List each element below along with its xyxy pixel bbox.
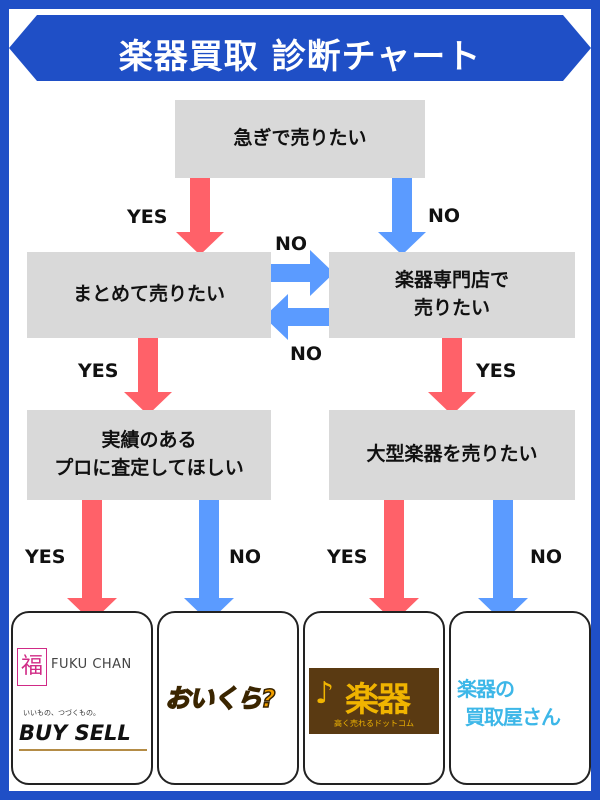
gakki-logo-name: 楽器 xyxy=(345,680,411,720)
label-yes-5: YES xyxy=(327,546,368,568)
node-pro: 実績のある プロに査定してほしい xyxy=(27,410,271,500)
yes-arrow-3 xyxy=(428,330,476,415)
saxophone-icon: ♪ xyxy=(315,676,335,711)
no-arrow-3 xyxy=(264,294,352,340)
yes-arrow-1 xyxy=(176,178,224,255)
chart-title: 楽器買取 診断チャート xyxy=(118,37,482,77)
node-start-text: 急ぎで売りたい xyxy=(233,127,367,150)
label-yes-2: YES xyxy=(78,360,119,382)
label-no-1: NO xyxy=(428,205,461,227)
node-pro-line1: 実績のある xyxy=(101,429,197,452)
fukuchan-buy-sell: BUY SELL xyxy=(19,721,131,745)
node-large-text: 大型楽器を売りたい xyxy=(366,443,538,466)
node-specialist-line2: 売りたい xyxy=(413,297,490,319)
label-no-3: NO xyxy=(290,343,323,365)
fukuchan-logo-name: FUKU CHAN xyxy=(51,657,132,672)
result-card-gakki[interactable]: ♪ 楽器 高く売れるドットコム xyxy=(303,611,445,785)
node-specialist: 楽器専門店で 売りたい xyxy=(329,252,575,338)
label-no-2: NO xyxy=(275,233,308,255)
gakki-logo-sub: 高く売れるドットコム xyxy=(334,719,414,728)
node-pro-line2: プロに査定してほしい xyxy=(54,457,244,479)
label-no-4: NO xyxy=(229,546,262,568)
fukuchan-underline xyxy=(19,749,147,751)
no-arrow-4 xyxy=(184,495,234,622)
yes-arrow-2 xyxy=(124,330,172,415)
kaitoriya-logo-line2: 買取屋さん xyxy=(465,705,561,729)
label-yes-1: YES xyxy=(127,206,168,228)
result-card-fukuchan[interactable]: 福 FUKU CHAN いいもの、つづくもの。 BUY SELL xyxy=(11,611,153,785)
result-card-oikura[interactable]: おいくら? xyxy=(157,611,299,785)
result-card-kaitoriya[interactable]: 楽器の 買取屋さん xyxy=(449,611,591,785)
label-no-5: NO xyxy=(530,546,563,568)
gakki-logo: ♪ 楽器 高く売れるドットコム xyxy=(309,668,439,734)
no-arrow-2 xyxy=(248,250,334,296)
fukuchan-logo-mark: 福 xyxy=(17,648,47,686)
yes-arrow-5 xyxy=(369,495,419,622)
node-together-text: まとめて売りたい xyxy=(72,283,225,306)
label-yes-3: YES xyxy=(476,360,517,382)
oikura-logo: おいくら? xyxy=(164,683,276,714)
title-banner: 楽器買取 診断チャート xyxy=(9,15,591,81)
yes-arrow-4 xyxy=(67,495,117,622)
node-together: まとめて売りたい xyxy=(27,252,271,338)
fukuchan-tagline: いいもの、つづくもの。 xyxy=(23,709,100,717)
node-specialist-line1: 楽器専門店で xyxy=(394,269,509,292)
no-arrow-1 xyxy=(378,178,426,255)
node-large: 大型楽器を売りたい xyxy=(329,410,575,500)
node-start: 急ぎで売りたい xyxy=(175,100,425,178)
kaitoriya-logo-line1: 楽器の xyxy=(457,677,515,701)
no-arrow-5 xyxy=(478,495,528,622)
label-yes-4: YES xyxy=(25,546,66,568)
